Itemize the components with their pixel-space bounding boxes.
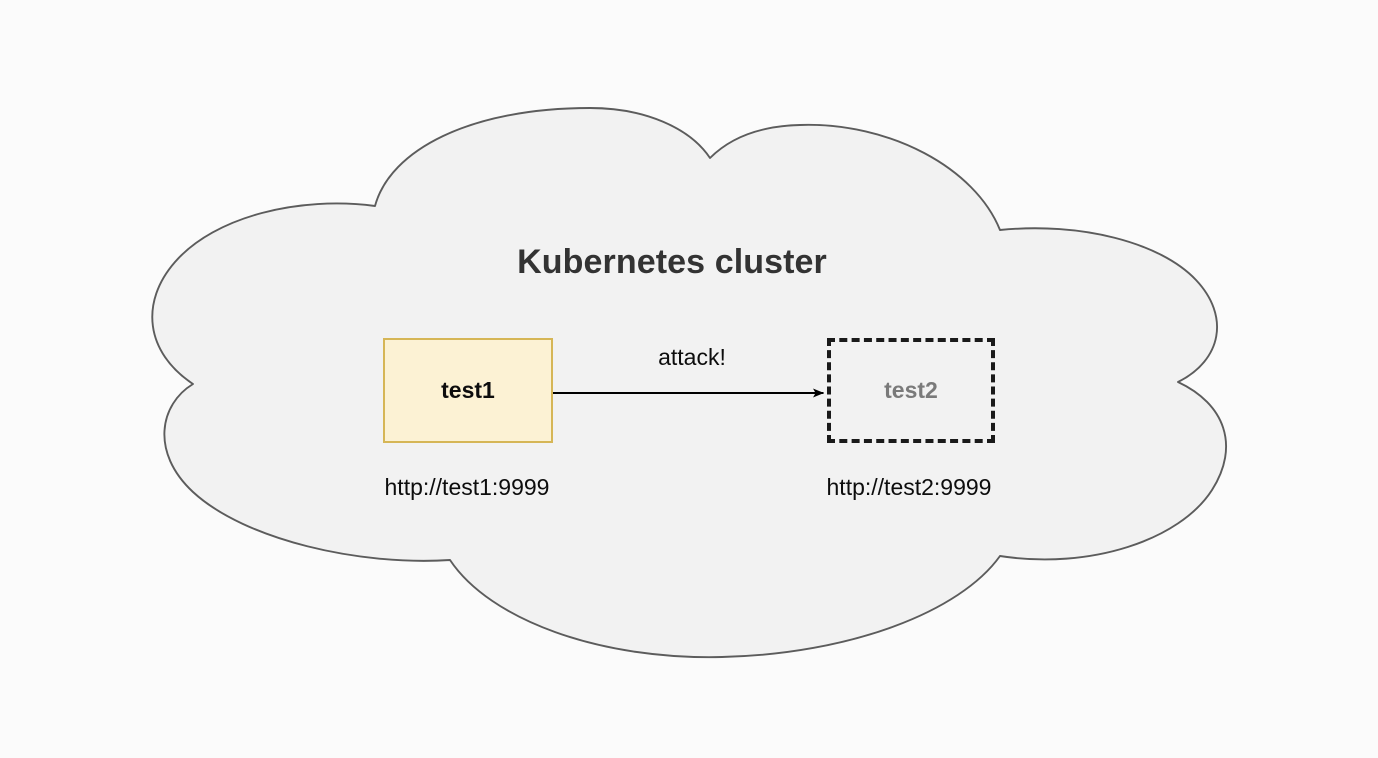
node-test1-label: test1 (441, 377, 495, 403)
node-test1-url: http://test1:9999 (384, 474, 550, 500)
cloud-outline (151, 107, 1227, 659)
edge-label-attack: attack! (658, 344, 726, 370)
node-test1[interactable]: test1 (383, 338, 553, 443)
node-test2-label: test2 (884, 377, 938, 403)
node-test2-url: http://test2:9999 (826, 474, 992, 500)
page-title: Kubernetes cluster (517, 243, 827, 281)
edge-test1-to-test2 (553, 388, 824, 398)
node-test2[interactable]: test2 (827, 338, 995, 443)
